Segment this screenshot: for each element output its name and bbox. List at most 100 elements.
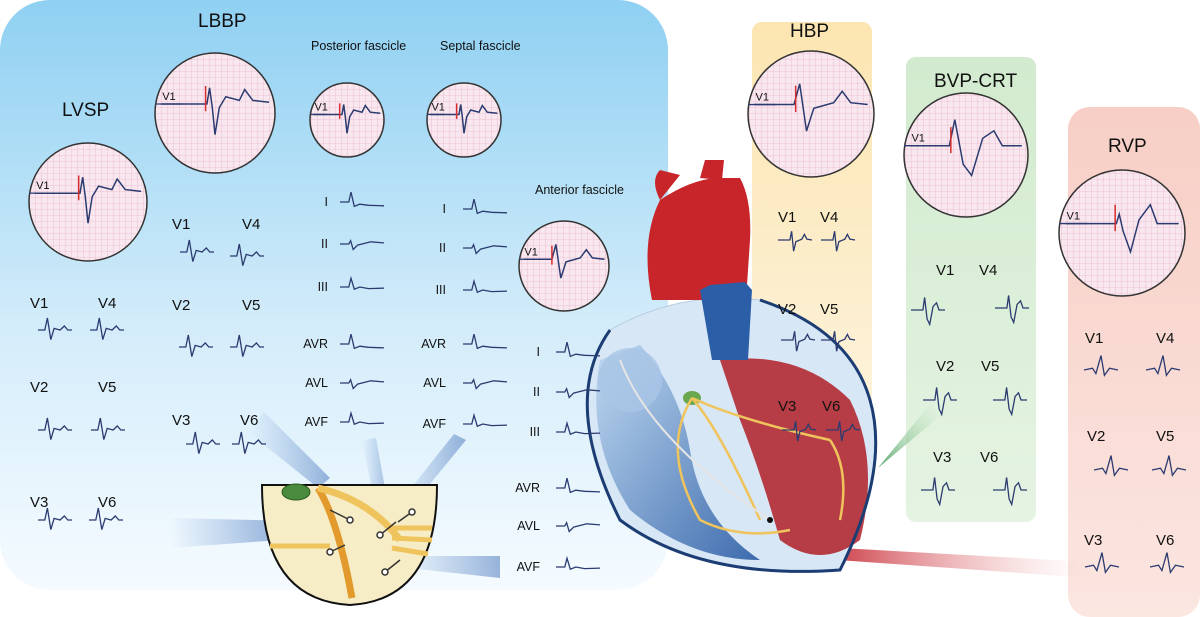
- inset-left-bundle: [315, 486, 356, 599]
- posterior-trace-avr: [340, 333, 385, 350]
- aortic-arch-branch: [655, 160, 724, 200]
- posterior-lead-iii: III: [318, 280, 328, 294]
- lvsp-trace-v5: [91, 417, 125, 440]
- lbbp-v1-circle: V1: [154, 52, 276, 174]
- rvp-title: RVP: [1108, 136, 1147, 157]
- posterior-trace-avf: [340, 410, 385, 426]
- septal-trace-i: [463, 198, 508, 215]
- posterior-trace-i: [340, 191, 385, 208]
- inset-leads: [326, 508, 416, 576]
- anterior-v1-circle-v1-label: V1: [524, 246, 537, 258]
- anterior-lead-avr: AVR: [515, 481, 540, 495]
- bvp-trace-v4: [995, 295, 1029, 325]
- left-ventricle: [720, 358, 868, 555]
- anterior-lead-avl: AVL: [517, 519, 540, 533]
- aorta: [647, 178, 751, 300]
- bvp-beam: [878, 404, 940, 468]
- septal-lead-ii: II: [439, 241, 446, 255]
- posterior-fascicle-title: Posterior fascicle: [311, 39, 406, 53]
- hbp-lead-v3: V3: [778, 398, 796, 415]
- lbbp-v1-circle-trace: [161, 87, 270, 135]
- septal-fascicle-title: Septal fascicle: [440, 39, 521, 53]
- lvsp-trace-v2: [38, 417, 72, 440]
- septal-v1-circle: V1: [426, 82, 502, 158]
- anterior-trace-iii: [556, 420, 601, 436]
- hbp-trace-v3: [782, 421, 817, 442]
- septal-trace-avf: [463, 412, 508, 428]
- lvsp-lead-v1: V1: [30, 295, 48, 312]
- inset-fascicles: [270, 525, 433, 557]
- bvp-lead-v6: V6: [980, 449, 998, 466]
- lbbp-lead-v6: V6: [240, 412, 258, 429]
- ecg-traces: [38, 191, 1187, 575]
- lbbp-lead-v1: V1: [172, 216, 190, 233]
- hbp-trace-v2: [781, 331, 816, 352]
- inset-his-bundle: [281, 483, 311, 501]
- rvp-lead-v4: V4: [1156, 330, 1174, 347]
- septal-trace-avl: [463, 378, 508, 390]
- lvsp-v1-circle-trace: [34, 177, 142, 224]
- lbbp-beam: [248, 412, 330, 488]
- posterior-trace-iii: [340, 275, 385, 291]
- lbbp-trace-v2: [179, 334, 213, 357]
- lvsp-v1-circle-grid: [28, 142, 148, 262]
- posterior-lead-i: I: [325, 195, 328, 209]
- lbbp-trace-v5: [230, 334, 264, 357]
- septal-trace-avr: [463, 333, 508, 350]
- lvsp-v1-circle: V1: [28, 142, 148, 262]
- bvp-trace-v5: [993, 387, 1027, 417]
- rvp-lead-v2: V2: [1087, 428, 1105, 445]
- posterior-v1-circle-grid: [309, 82, 385, 158]
- anterior-v1-circle: V1: [518, 220, 610, 312]
- septal-lead-i: I: [443, 202, 446, 216]
- anterior-trace-avl: [556, 521, 601, 533]
- lbbp-v1-circle-v1-label: V1: [162, 91, 175, 103]
- posterior-lead-avr: AVR: [303, 337, 328, 351]
- rv-lead-tip: [767, 517, 773, 523]
- rvp-lead-v6: V6: [1156, 532, 1174, 549]
- rvp-v1-circle-trace: [1065, 203, 1179, 255]
- lvsp-trace-v6: [89, 507, 123, 530]
- rvp-v1-circle-grid: [1058, 169, 1186, 297]
- anterior-trace-ii: [556, 387, 601, 399]
- lbbp-lead-v5: V5: [242, 297, 260, 314]
- rvp-trace-v6: [1149, 552, 1185, 575]
- hbp-lead-v1: V1: [778, 209, 796, 226]
- hbp-v1-circle: V1: [747, 50, 875, 178]
- bvp-lead-v2: V2: [936, 358, 954, 375]
- lbbp-lead-v2: V2: [172, 297, 190, 314]
- lvsp-lead-v4: V4: [98, 295, 116, 312]
- bvp-lead-v1: V1: [936, 262, 954, 279]
- hbp-lead-v4: V4: [820, 209, 838, 226]
- rvp-trace-v3: [1084, 552, 1120, 575]
- septal-v1-circle-v1-label: V1: [431, 101, 444, 113]
- posterior-lead-avf: AVF: [305, 415, 329, 429]
- hbp-title: HBP: [790, 21, 829, 42]
- bvp-crt-title: BVP-CRT: [934, 71, 1017, 92]
- posterior-trace-avl: [340, 378, 385, 390]
- bvp-trace-v2: [923, 387, 957, 417]
- lvsp-trace-v1: [38, 317, 72, 340]
- anterior-lead-i: I: [537, 345, 540, 359]
- rvp-trace-v5: [1151, 455, 1187, 478]
- rvp-trace-v4: [1145, 355, 1181, 378]
- bvp-lead-v4: V4: [979, 262, 997, 279]
- rvp-v1-circle: V1: [1058, 169, 1186, 297]
- septal-lead-iii: III: [436, 283, 446, 297]
- bvp-v1-circle: V1: [903, 92, 1029, 218]
- heart-conduction-lines: [676, 396, 845, 535]
- anterior-lead-iii: III: [530, 425, 540, 439]
- rvp-v1-circle-v1-label: V1: [1067, 211, 1080, 223]
- rvp-lead-v3: V3: [1084, 532, 1102, 549]
- septal-lead-avl: AVL: [423, 376, 446, 390]
- lvsp-v1-circle-v1-label: V1: [36, 180, 49, 192]
- posterior-v1-circle: V1: [309, 82, 385, 158]
- bvp-v1-circle-v1-label: V1: [911, 133, 924, 145]
- lbbp-title: LBBP: [198, 11, 247, 32]
- lbbp-v1-circle-grid: [154, 52, 276, 174]
- bvp-trace-v6: [993, 477, 1027, 507]
- rvp-trace-v2: [1093, 455, 1129, 478]
- rv-lead: [619, 359, 771, 521]
- lvsp-lead-v5: V5: [98, 379, 116, 396]
